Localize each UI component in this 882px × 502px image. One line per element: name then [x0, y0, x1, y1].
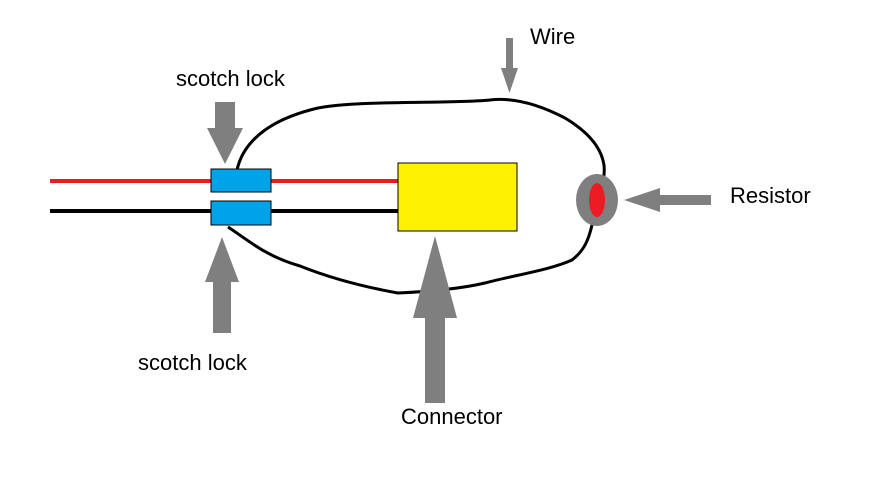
scotch-lock-top-arrow	[207, 102, 243, 164]
resistor-label: Resistor	[730, 183, 811, 208]
scotch-lock-bottom-label: scotch lock	[138, 350, 248, 375]
wire-arrow	[501, 38, 518, 93]
scotch-lock-bottom-arrow	[205, 237, 239, 333]
connector-label: Connector	[401, 404, 503, 429]
connector	[397, 162, 518, 232]
scotch-lock-top	[210, 168, 272, 193]
connector-arrow	[413, 236, 457, 403]
scotch-lock-bottom	[210, 200, 272, 226]
scotch-lock-top-label: scotch lock	[176, 66, 286, 91]
resistor-core	[589, 183, 605, 217]
wire-label: Wire	[530, 24, 575, 49]
resistor-arrow	[624, 188, 711, 212]
